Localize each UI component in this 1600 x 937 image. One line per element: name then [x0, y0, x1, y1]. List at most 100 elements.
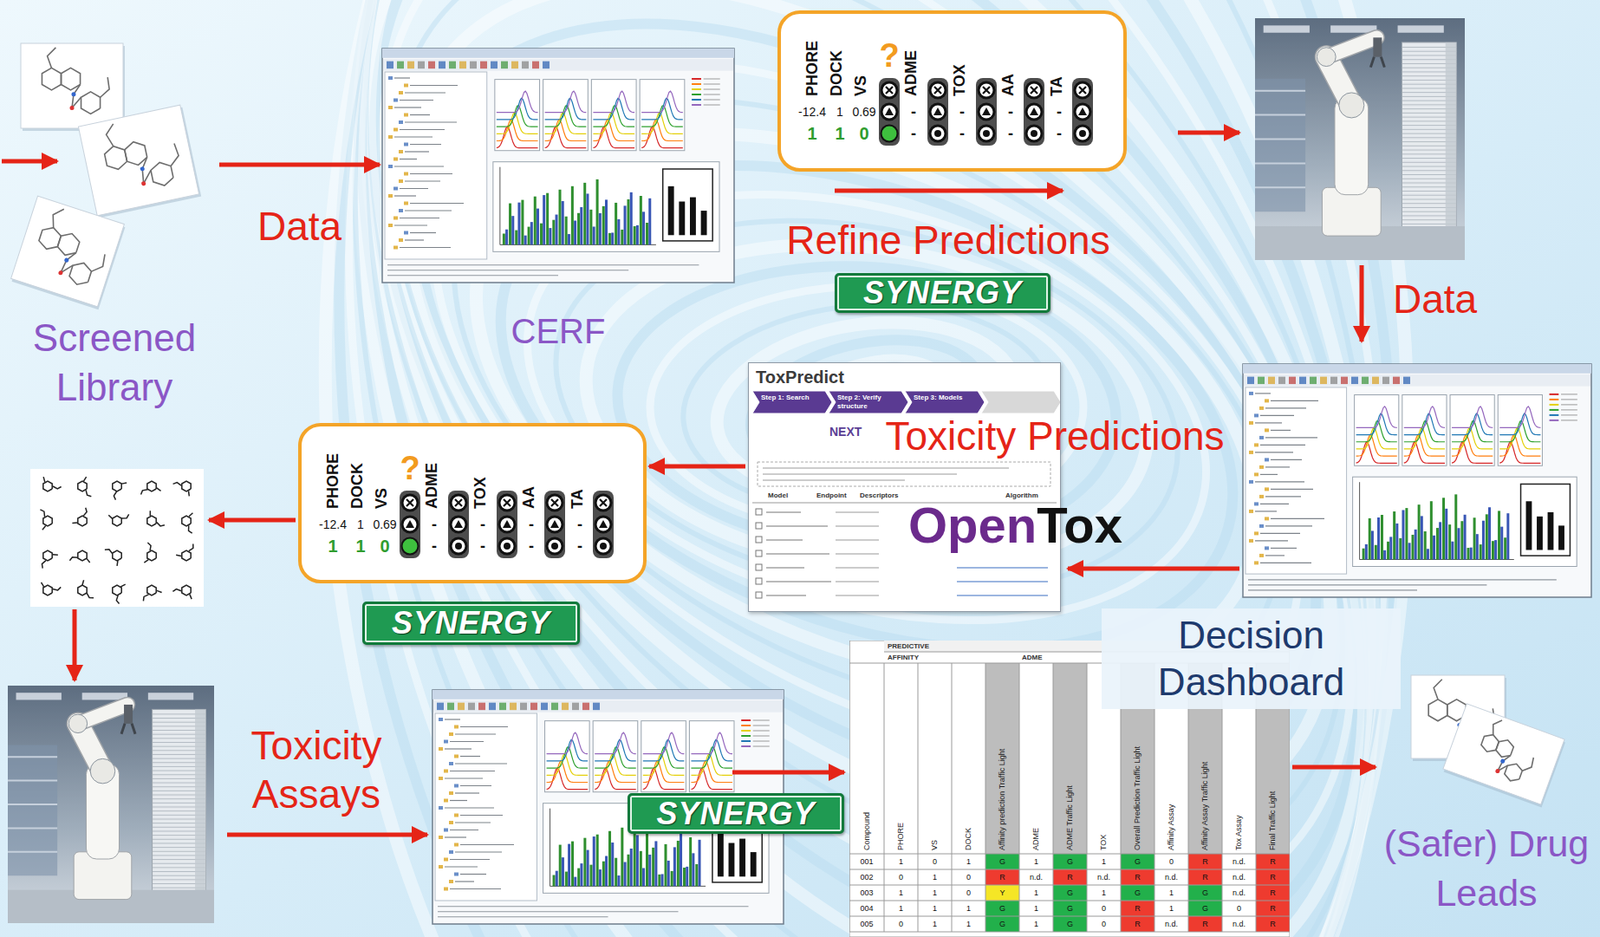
molecule-card	[41, 67, 61, 90]
molecule-grid	[116, 595, 119, 605]
window-chrome	[835, 567, 879, 569]
column-header: Compound	[862, 812, 872, 851]
software-screenshot	[1398, 538, 1402, 560]
software-screenshot	[1242, 364, 1592, 598]
table-cell: n.d.	[1154, 871, 1189, 883]
table-cell: 001	[849, 856, 885, 867]
table-cell: 1	[1019, 903, 1054, 914]
text-slot: R	[1120, 918, 1155, 930]
molecule-grid	[188, 543, 194, 551]
software-screenshot	[448, 732, 454, 736]
software-screenshot	[1260, 444, 1306, 446]
software-screenshot	[436, 702, 444, 711]
text-slot: ADME	[422, 462, 442, 509]
software-screenshot	[460, 844, 514, 846]
traffic-lights	[980, 84, 994, 98]
software-screenshot	[517, 202, 521, 246]
table-cell: 1	[951, 903, 986, 914]
software-screenshot	[433, 700, 783, 713]
software-screenshot	[437, 905, 749, 907]
software-screenshot	[571, 186, 574, 246]
molecule-grid	[149, 510, 152, 516]
text-slot: 0.69	[365, 516, 404, 533]
software-screenshot	[691, 88, 702, 91]
molecule-grid	[121, 482, 127, 484]
software-screenshot	[505, 229, 508, 246]
software-screenshot	[690, 732, 733, 755]
text-slot: 004	[849, 903, 885, 914]
traffic-lights	[503, 499, 511, 507]
software-screenshot	[1372, 377, 1379, 384]
software-screenshot	[1432, 535, 1436, 560]
text-slot: Decision Dashboard	[1101, 608, 1401, 709]
dashboard-table	[1120, 900, 1155, 917]
dashboard-table	[849, 931, 1290, 933]
molecule-grid	[52, 553, 59, 556]
software-screenshot	[399, 158, 417, 160]
column-header: PHORE	[896, 822, 906, 851]
traffic-lights	[1073, 124, 1093, 144]
software-screenshot	[624, 205, 627, 245]
software-screenshot	[690, 754, 733, 776]
dashboard-table	[1188, 869, 1223, 885]
software-screenshot	[398, 179, 404, 183]
software-screenshot	[596, 834, 599, 887]
table-cell: G	[1053, 887, 1087, 898]
traffic-lights	[498, 515, 517, 534]
flow-arrow	[1359, 265, 1365, 342]
molecule-card	[1433, 679, 1443, 700]
software-screenshot	[611, 232, 614, 245]
panel-symbol: ?	[392, 448, 428, 488]
software-screenshot	[409, 202, 464, 204]
text-slot: Step 1: Search	[760, 393, 824, 403]
software-screenshot	[741, 729, 751, 732]
molecule-grid	[120, 584, 125, 587]
text-slot: Affinity prediction Traffic Light	[997, 748, 1008, 851]
table-cell: R	[1188, 918, 1223, 930]
software-screenshot	[703, 84, 721, 85]
software-screenshot	[741, 734, 751, 737]
molecule-grid	[43, 476, 46, 482]
software-screenshot	[1506, 513, 1509, 560]
software-screenshot	[1270, 400, 1319, 402]
software-screenshot	[480, 61, 488, 70]
software-screenshot	[460, 814, 503, 816]
molecule-grid	[78, 585, 87, 596]
text-slot: VS	[371, 487, 391, 509]
traffic-lights	[977, 81, 996, 100]
panel-value: 0.69	[365, 516, 404, 533]
software-screenshot	[1402, 395, 1447, 467]
software-screenshot	[494, 79, 540, 151]
software-screenshot	[396, 61, 404, 70]
molecule-grid	[182, 550, 191, 561]
software-screenshot	[403, 113, 409, 118]
text-slot: -	[1003, 123, 1018, 144]
software-screenshot	[399, 188, 429, 189]
software-screenshot	[571, 841, 574, 887]
software-screenshot	[604, 856, 608, 887]
dashboard-table	[1120, 853, 1155, 870]
traffic-lights	[1072, 78, 1093, 146]
dashboard-table	[849, 900, 1290, 902]
dashboard-table	[1188, 900, 1223, 917]
dashboard-table	[1053, 900, 1087, 917]
table-cell: 1	[884, 903, 918, 914]
text-slot: 0	[1222, 903, 1256, 914]
molecule-card	[1489, 717, 1503, 736]
table-cell: 002	[849, 871, 885, 883]
robot-photo	[1398, 25, 1444, 33]
software-screenshot	[561, 702, 569, 711]
text-slot: 1	[1154, 887, 1189, 898]
software-screenshot	[520, 702, 527, 711]
text-slot: R	[1255, 856, 1290, 867]
molecule-grid	[78, 481, 87, 492]
software-screenshot	[589, 209, 592, 246]
software-screenshot	[527, 227, 531, 246]
molecule-card	[1521, 755, 1535, 774]
software-screenshot	[398, 208, 404, 213]
molecule-grid	[41, 582, 45, 587]
software-screenshot	[1450, 395, 1495, 467]
group-header: PREDICTIVE	[887, 641, 930, 651]
traffic-lights	[594, 494, 613, 513]
software-screenshot	[398, 149, 404, 154]
